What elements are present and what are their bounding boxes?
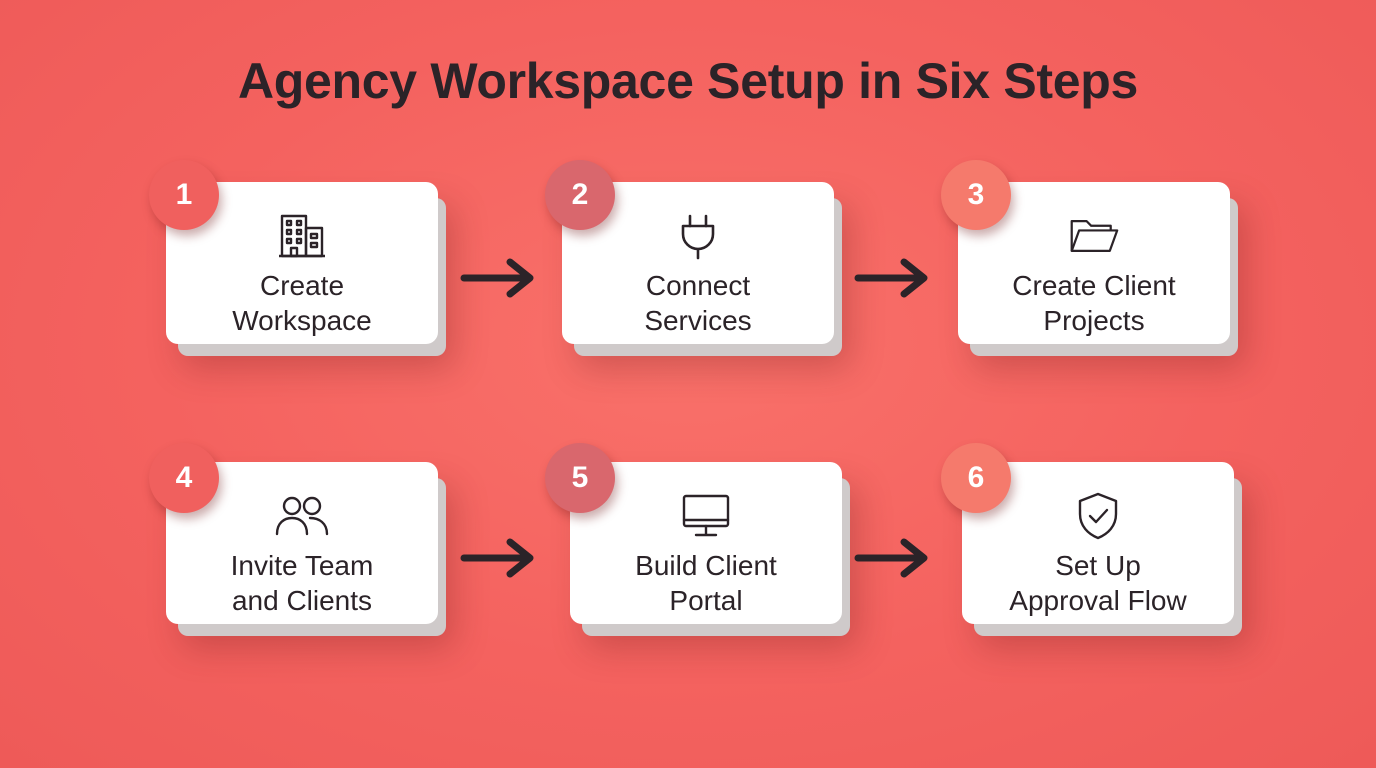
users-icon bbox=[272, 490, 332, 542]
arrow-right-icon bbox=[854, 538, 928, 578]
step-label: Create Client Projects bbox=[968, 268, 1220, 338]
step-badge-4: 4 bbox=[149, 443, 219, 513]
step-badge-1: 1 bbox=[149, 160, 219, 230]
step-label-line: Projects bbox=[1043, 305, 1145, 336]
step-label: Invite Team and Clients bbox=[176, 548, 428, 618]
step-label-line: Services bbox=[644, 305, 752, 336]
step-label: Set Up Approval Flow bbox=[972, 548, 1224, 618]
step-label-line: Create bbox=[259, 270, 345, 301]
step-label-line: and Clients bbox=[231, 585, 373, 616]
step-label-line: Connect bbox=[645, 270, 751, 301]
step-label-line: Create Client bbox=[1012, 270, 1176, 301]
plug-icon bbox=[672, 210, 724, 262]
step-label-line: Build Client bbox=[635, 550, 777, 581]
step-card-5: Build Client Portal bbox=[570, 462, 842, 638]
arrow-right-icon bbox=[854, 258, 928, 298]
step-badge-3: 3 bbox=[941, 160, 1011, 230]
arrow-right-icon bbox=[460, 258, 534, 298]
step-label-line: Portal bbox=[669, 585, 743, 616]
monitor-icon bbox=[680, 490, 732, 542]
step-label: Connect Services bbox=[572, 268, 824, 338]
shield-check-icon bbox=[1072, 490, 1124, 542]
folder-icon bbox=[1068, 210, 1120, 262]
step-card-1: Create Workspace bbox=[166, 182, 438, 358]
building-icon bbox=[276, 210, 328, 262]
step-label-line: Set Up bbox=[1055, 550, 1141, 581]
step-card-4: Invite Team and Clients bbox=[166, 462, 438, 638]
step-badge-6: 6 bbox=[941, 443, 1011, 513]
step-card-face bbox=[570, 462, 842, 624]
step-label: Build Client Portal bbox=[580, 548, 832, 618]
step-label-line: Approval Flow bbox=[1009, 585, 1187, 616]
step-card-6: Set Up Approval Flow bbox=[962, 462, 1234, 638]
step-badge-2: 2 bbox=[545, 160, 615, 230]
step-label: Create Workspace bbox=[176, 268, 428, 338]
step-label-line: Invite Team bbox=[230, 550, 374, 581]
step-label-line: Workspace bbox=[232, 305, 372, 336]
page-title: Agency Workspace Setup in Six Steps bbox=[238, 53, 1138, 109]
arrow-right-icon bbox=[460, 538, 534, 578]
step-badge-5: 5 bbox=[545, 443, 615, 513]
